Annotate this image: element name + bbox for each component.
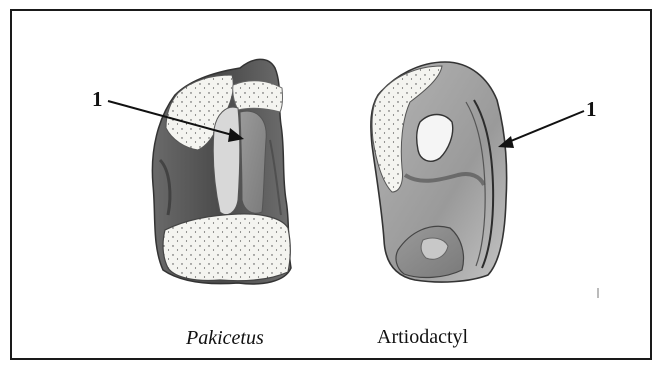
callout-number-right: 1	[586, 99, 597, 120]
callout-number-left: 1	[92, 89, 103, 110]
artiodactyl-astragalus-drawing	[371, 62, 507, 282]
caption-pakicetus: Pakicetus	[186, 328, 264, 348]
caption-artiodactyl: Artiodactyl	[377, 327, 468, 347]
pakicetus-astragalus-drawing	[152, 59, 291, 284]
arrow-right-callout	[498, 111, 584, 148]
